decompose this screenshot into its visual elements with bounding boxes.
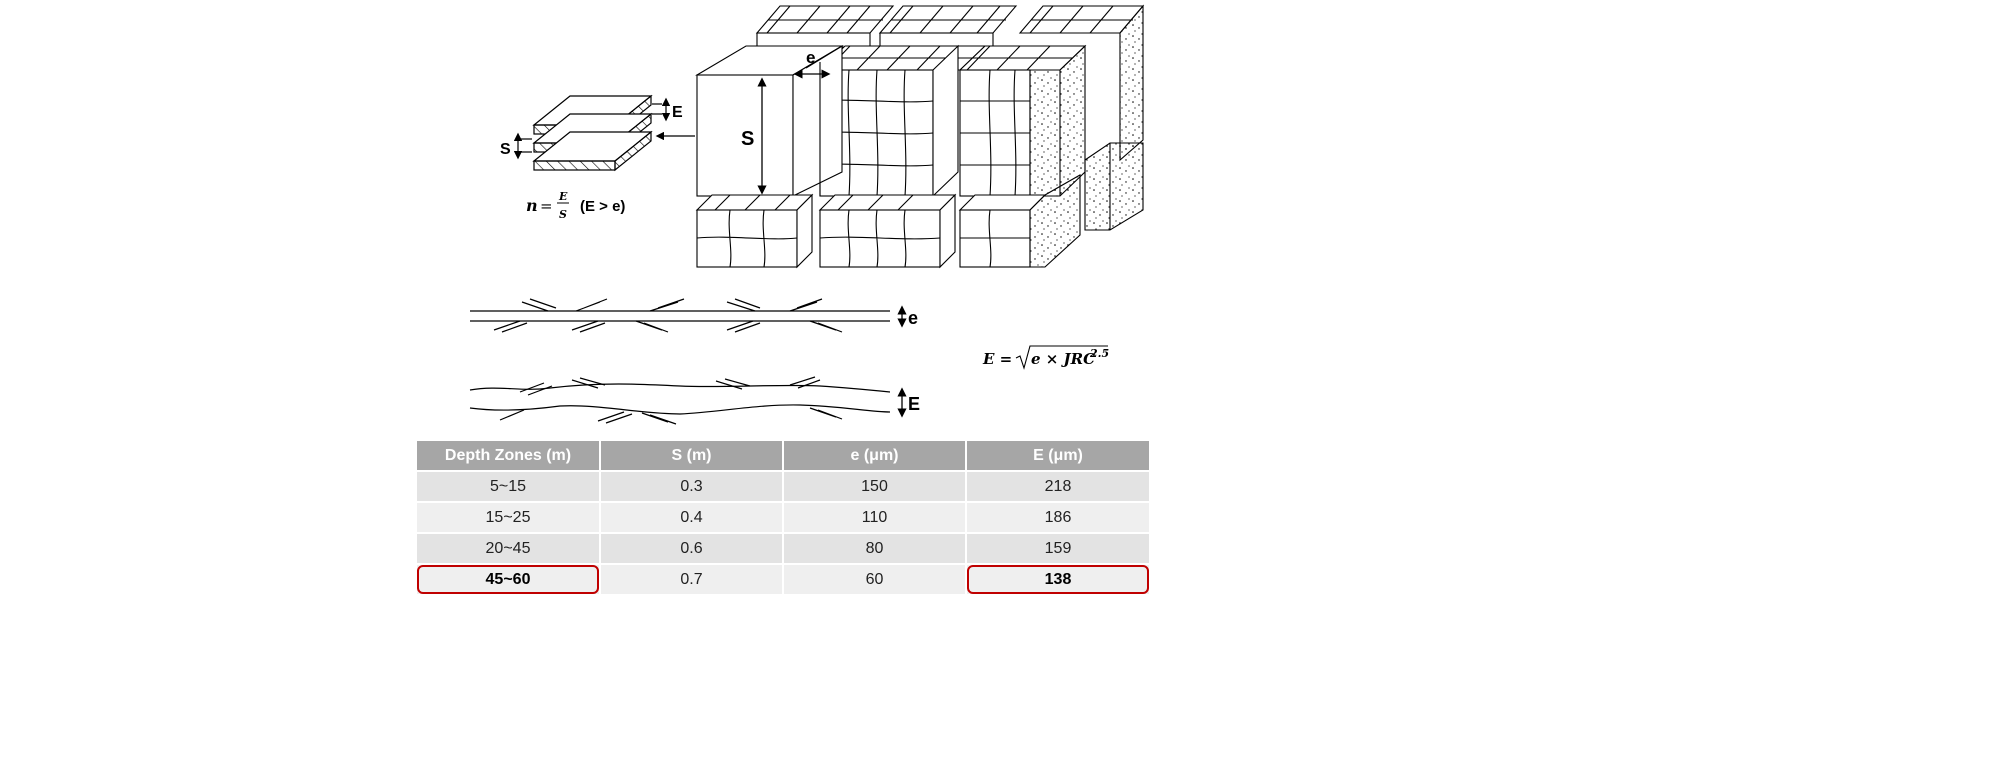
block-dimension-e-leader — [805, 45, 843, 69]
svg-text:S: S — [559, 208, 567, 221]
aperture-formula: E = e × JRC 2.5 — [982, 345, 1109, 370]
cell-s: 0.7 — [600, 563, 784, 594]
svg-text:=: = — [540, 197, 553, 215]
table-row: 45~60 0.7 60 138 — [417, 563, 1149, 595]
svg-text:n: n — [526, 196, 538, 215]
cell-s: 0.4 — [600, 501, 784, 533]
cell-e-large: 186 — [966, 501, 1149, 533]
plate-stack — [532, 94, 653, 172]
stack-dimension-s-arrow — [513, 132, 532, 160]
stack-dimension-e-arrow — [652, 97, 671, 122]
svg-text:E =: E = — [982, 350, 1012, 368]
cell-s: 0.3 — [600, 470, 784, 502]
block-label-e: e — [806, 48, 815, 67]
ratio-formula: n = E S (E > e) — [526, 190, 625, 221]
svg-text:e × JRC: e × JRC — [1031, 350, 1095, 368]
block-label-S: S — [741, 128, 754, 150]
svg-text:2.5: 2.5 — [1089, 347, 1109, 360]
cell-e-large: 159 — [966, 532, 1149, 564]
cell-depth-zone: 5~15 — [417, 470, 601, 502]
smooth-fracture — [470, 298, 890, 333]
svg-text:E: E — [558, 190, 568, 203]
stack-label-E: E — [672, 104, 683, 121]
cell-depth-zone: 20~45 — [417, 532, 601, 564]
fracture-label-E: E — [908, 394, 920, 414]
table-row: 5~15 0.3 150 218 — [417, 470, 1149, 502]
fracture-label-e: e — [908, 308, 918, 328]
col-header-e-small: e (μm) — [783, 441, 967, 471]
cell-e-small: 60 — [783, 563, 967, 594]
cell-s: 0.6 — [600, 532, 784, 564]
col-header-e-large: E (μm) — [966, 441, 1149, 471]
cell-e-small: 80 — [783, 532, 967, 564]
block-assemblage — [694, 4, 1145, 269]
depth-zones-table: Depth Zones (m) S (m) e (μm) E (μm) 5~15… — [417, 441, 1149, 595]
rock-fracture-diagram: E S n = E S (E > e) — [469, 4, 1145, 425]
cell-e-small: 110 — [783, 501, 967, 533]
cell-depth-zone-highlighted: 45~60 — [417, 563, 601, 595]
table-row: 20~45 0.6 80 159 — [417, 532, 1149, 564]
cell-e-small: 150 — [783, 470, 967, 502]
cell-e-large: 218 — [966, 470, 1149, 502]
col-header-depth-zones: Depth Zones (m) — [417, 441, 601, 471]
svg-text:(E > e): (E > e) — [580, 198, 625, 215]
rough-fracture — [469, 376, 891, 425]
table-row: 15~25 0.4 110 186 — [417, 501, 1149, 533]
table-header-row: Depth Zones (m) S (m) e (μm) E (μm) — [417, 441, 1149, 471]
cell-e-large-highlighted: 138 — [966, 563, 1149, 595]
stack-label-S: S — [500, 141, 511, 158]
col-header-s: S (m) — [600, 441, 784, 471]
cell-depth-zone: 15~25 — [417, 501, 601, 533]
